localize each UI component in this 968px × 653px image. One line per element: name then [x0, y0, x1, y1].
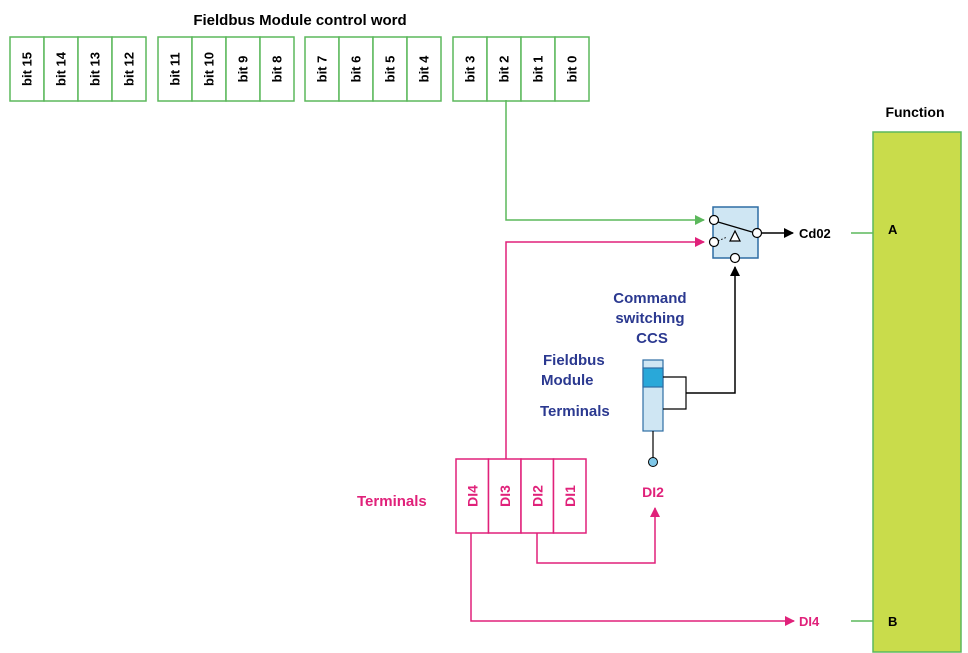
bit-cell	[111, 36, 147, 102]
switch-contact-line	[717, 221, 753, 233]
bit-label: bit 2	[497, 56, 512, 83]
control-word-title: Fieldbus Module control word	[193, 12, 406, 29]
ccs-label-line-3: CCS	[636, 330, 668, 347]
bit-cell	[338, 36, 374, 102]
terminals-label: Terminals	[357, 493, 427, 510]
bit-label: bit 4	[417, 55, 432, 82]
bit-label: bit 11	[168, 52, 183, 85]
terminal-label: DI4	[464, 485, 480, 507]
ccs-selector-active-position	[642, 367, 664, 388]
bit-cell	[406, 36, 442, 102]
function-label: Function	[885, 104, 944, 120]
bit-cell	[259, 36, 295, 102]
terminal-cell	[487, 458, 522, 534]
bit2-link-line	[505, 100, 705, 225]
fieldbus-module-line-2: Module	[541, 372, 594, 389]
bit-label: bit 7	[315, 56, 330, 83]
fieldbus-module-label: Fieldbus Module	[541, 352, 609, 389]
ccs-label: Command switching CCS	[613, 290, 691, 347]
switch-triangle-icon	[729, 229, 741, 242]
bit-label: bit 8	[270, 56, 285, 83]
input-a-label: A	[888, 222, 898, 237]
bit-label: bit 14	[54, 51, 69, 86]
bit-cell	[304, 36, 340, 102]
bit-label: bit 15	[20, 52, 35, 86]
bit-cell	[191, 36, 227, 102]
ccs-label-line-1: Command	[613, 290, 686, 307]
switch-input-1-node	[708, 214, 720, 226]
control-word-bits: bit 15 bit 14 bit 13 bit 12 bit 11 bit 10 bit …	[9, 36, 590, 102]
switch-control-node	[729, 252, 741, 264]
terminal-label: DI1	[562, 485, 578, 507]
di4-link-line	[470, 533, 795, 626]
terminal-label: DI2	[529, 485, 545, 507]
bit-label: bit 5	[383, 56, 398, 83]
bit-label: bit 12	[122, 52, 137, 86]
terminals-switch-label: Terminals	[540, 403, 610, 420]
bit-cell	[157, 36, 193, 102]
di4-output-label: DI4	[799, 614, 820, 629]
input-b-label: B	[888, 614, 897, 629]
selector-bracket	[663, 376, 687, 410]
switch-output-node	[751, 227, 763, 239]
bit-label: bit 9	[236, 56, 251, 83]
fieldbus-module-line-1: Fieldbus	[543, 352, 605, 369]
di3-link-line	[505, 237, 705, 459]
bit-label: bit 10	[202, 52, 217, 86]
bit-cell	[452, 36, 488, 102]
bit-cell	[225, 36, 261, 102]
bit-label: bit 13	[88, 52, 103, 86]
bit-cell	[486, 36, 522, 102]
bit-cell	[43, 36, 79, 102]
bit-label: bit 1	[531, 56, 546, 83]
di2-link-line	[536, 507, 660, 564]
terminal-cell	[455, 458, 490, 534]
selector-control-line	[686, 266, 740, 394]
terminal-cell	[552, 458, 587, 534]
bit-label: bit 0	[565, 56, 580, 83]
switch-input-2-node	[708, 236, 720, 248]
bit-cell	[77, 36, 113, 102]
terminal-label: DI3	[497, 485, 513, 507]
di2-label: DI2	[642, 484, 664, 500]
terminal-inputs: DI4 DI3 DI2 DI1	[455, 458, 587, 534]
ccs-label-line-2: switching	[615, 310, 684, 327]
bit-label: bit 3	[463, 56, 478, 83]
bit-cell	[554, 36, 590, 102]
output-label-cd02: Cd02	[799, 226, 831, 241]
bit-cell	[9, 36, 45, 102]
bit-label: bit 6	[349, 56, 364, 83]
di2-terminal-node	[648, 457, 658, 467]
switch-contact-dotted	[717, 236, 728, 242]
function-block	[872, 131, 962, 653]
